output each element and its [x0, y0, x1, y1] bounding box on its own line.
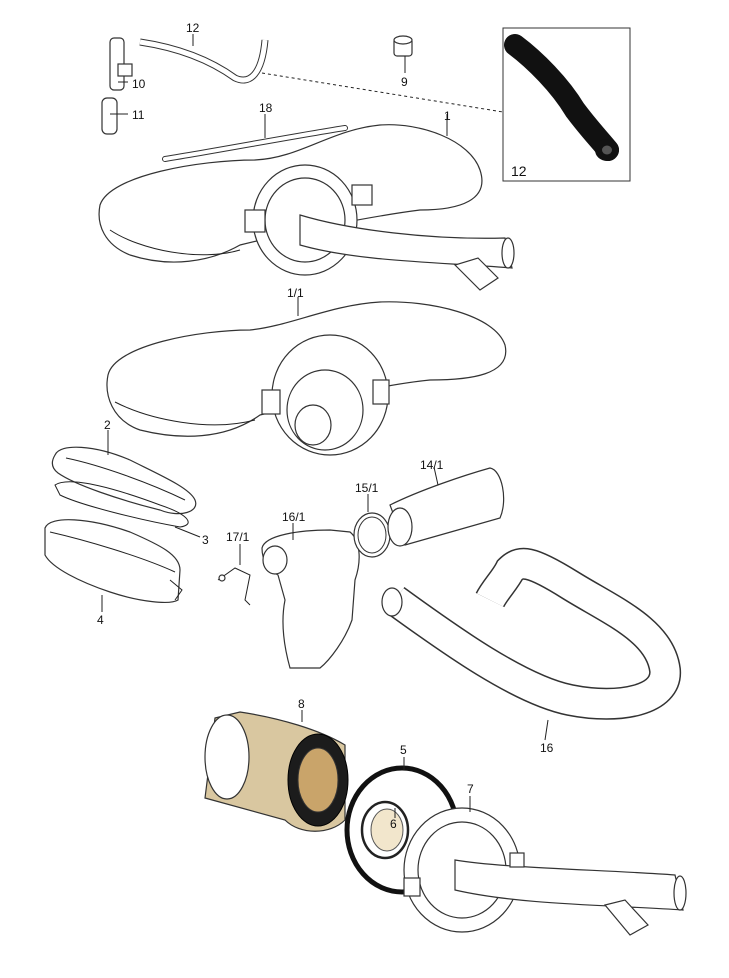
callout-2: 2	[104, 418, 111, 432]
part-16-1-adapter	[261, 529, 360, 669]
inset-hose-detail	[502, 27, 631, 182]
part-7-cover	[403, 807, 687, 936]
callout-9: 9	[401, 75, 408, 89]
part-16-hose	[381, 547, 681, 720]
part-1-1-air-cleaner	[106, 301, 507, 456]
part-1-air-cleaner-housing	[98, 124, 515, 291]
callout-8: 8	[298, 697, 305, 711]
callout-15-1: 15/1	[355, 481, 379, 495]
callout-16-1: 16/1	[282, 510, 306, 524]
callout-5: 5	[400, 743, 407, 757]
inset-leader	[261, 72, 504, 113]
callout-1-1: 1/1	[287, 286, 304, 300]
callout-12: 12	[186, 21, 200, 35]
inset-callout-12: 12	[511, 163, 527, 179]
part-18-rod	[162, 125, 348, 162]
callout-14-1: 14/1	[420, 458, 444, 472]
part-4-lower-box	[44, 519, 183, 603]
callout-7: 7	[467, 782, 474, 796]
callout-11: 11	[132, 108, 145, 122]
part-9-bushing	[393, 35, 413, 57]
callout-17-1: 17/1	[226, 530, 250, 544]
part-12-small-hose	[139, 38, 269, 84]
part-15-1-clamp	[353, 512, 391, 558]
part-10-pipe-clip	[109, 37, 133, 91]
callout-18: 18	[259, 101, 273, 115]
callout-16: 16	[540, 741, 554, 755]
callout-3: 3	[202, 533, 209, 547]
part-6-inner-ring	[360, 800, 410, 860]
leader-lines	[101, 34, 549, 818]
part-3-gasket	[54, 481, 189, 528]
callout-6: 6	[390, 817, 397, 831]
callout-10: 10	[132, 77, 146, 91]
part-11-connector	[101, 97, 118, 135]
part-8-filter-element	[204, 711, 349, 832]
callout-4: 4	[97, 613, 104, 627]
part-14-1-sleeve	[387, 467, 505, 547]
part-2-filter-frame	[51, 446, 197, 515]
callout-1: 1	[444, 109, 451, 123]
part-17-1-bracket	[217, 567, 251, 606]
